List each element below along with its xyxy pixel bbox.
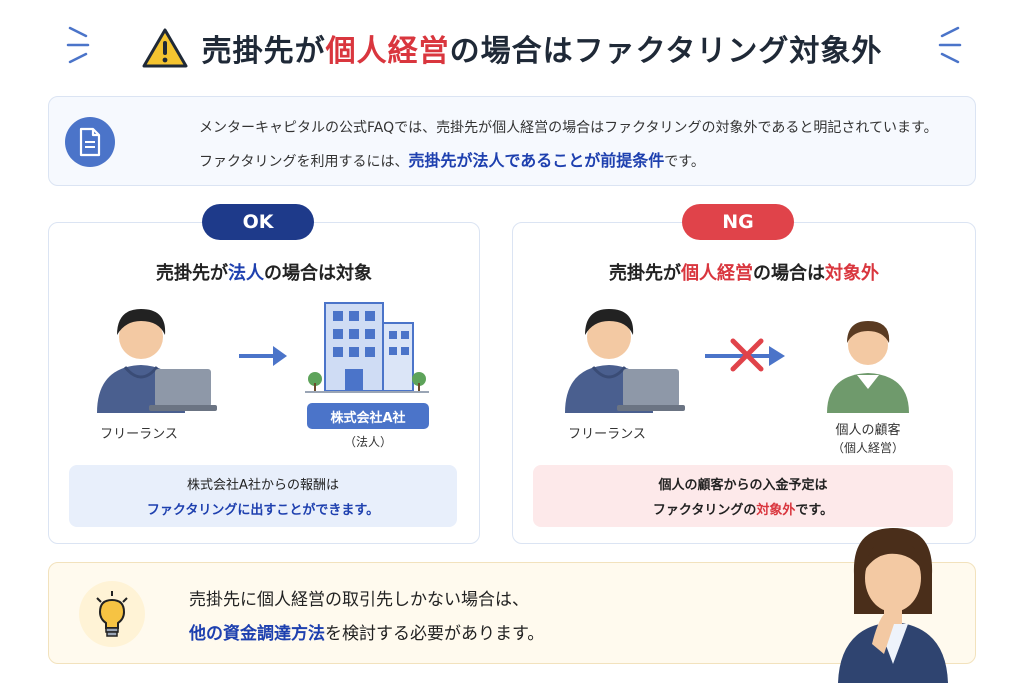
freelancer-label: フリーランス	[100, 427, 178, 442]
arrow-right-icon	[705, 346, 785, 366]
page-header: 売掛先が個人経営の場合はファクタリング対象外	[0, 18, 1024, 78]
ok-note-box: 株式会社A社からの報酬は ファクタリングに出すことができます。	[69, 465, 457, 527]
decoration-lines-left	[66, 26, 90, 64]
intro-text-line2: ファクタリングを利用するには、売掛先が法人であることが前提条件です。	[199, 151, 705, 170]
ok-panel-title: 売掛先が法人の場合は対象	[156, 263, 372, 284]
ng-note-box: 個人の顧客からの入金予定は ファクタリングの対象外です。	[533, 465, 953, 527]
ng-note-line2: ファクタリングの対象外です。	[652, 503, 834, 518]
page-title: 売掛先が個人経営の場合はファクタリング対象外	[201, 34, 883, 69]
freelancer-illustration	[565, 309, 685, 413]
intro-highlight: 売掛先が法人であることが前提条件	[408, 151, 665, 170]
warning-triangle-icon	[142, 28, 188, 68]
ok-badge: OK	[202, 204, 314, 240]
intro-box: メンターキャピタルの公式FAQでは、売掛先が個人経営の場合はファクタリングの対象…	[48, 96, 976, 186]
customer-sub-label: （個人経営）	[831, 441, 904, 455]
arrow-right-icon	[239, 346, 287, 366]
company-label: 株式会社A社	[307, 403, 429, 429]
ok-note-line1: 株式会社A社からの報酬は	[187, 478, 339, 493]
ng-panel: 売掛先が個人経営の場合は対象外 フリーランス 個人の顧客 （個人経営） 個人の顧…	[512, 222, 976, 544]
company-building-illustration	[305, 302, 429, 393]
ng-panel-title: 売掛先が個人経営の場合は対象外	[609, 263, 879, 284]
cross-mark-icon	[730, 338, 764, 372]
decoration-lines-right	[938, 26, 962, 64]
ng-badge: NG	[682, 204, 794, 240]
document-icon	[65, 117, 115, 167]
company-sub-label: （法人）	[343, 435, 392, 449]
customer-illustration	[827, 321, 909, 413]
thinking-woman-illustration	[838, 528, 948, 683]
freelancer-label: フリーランス	[568, 427, 646, 442]
ok-note-line2: ファクタリングに出すことができます。	[146, 503, 380, 518]
intro-text-line1: メンターキャピタルの公式FAQでは、売掛先が個人経営の場合はファクタリングの対象…	[199, 120, 938, 136]
ng-note-line1: 個人の顧客からの入金予定は	[658, 478, 828, 493]
tip-box: 売掛先に個人経営の取引先しかない場合は、 他の資金調達方法を検討する必要がありま…	[48, 562, 976, 664]
ok-panel: 売掛先が法人の場合は対象 フリーランス 株式会社A社 （法人） 株式会社A社から…	[48, 222, 480, 544]
tip-text-line1: 売掛先に個人経営の取引先しかない場合は、	[189, 590, 529, 610]
customer-label: 個人の顧客	[835, 423, 901, 438]
tip-text-line2: 他の資金調達方法を検討する必要があります。	[189, 624, 545, 644]
freelancer-illustration	[97, 309, 217, 413]
light-bulb-icon	[79, 581, 145, 647]
